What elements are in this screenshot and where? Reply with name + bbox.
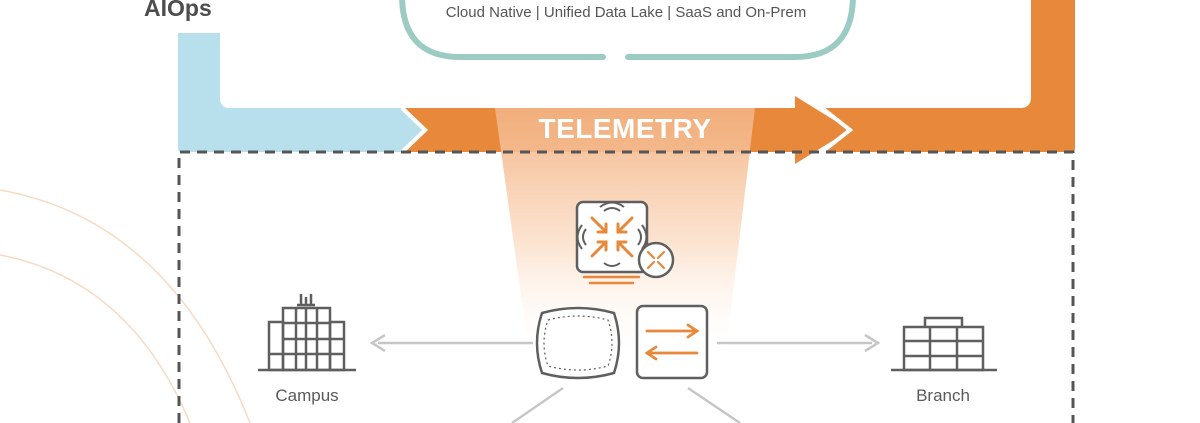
cloud-outline — [399, 0, 856, 60]
switch-icon — [635, 304, 709, 380]
telemetry-arrow-notch — [820, 106, 854, 154]
connector-lines — [369, 333, 881, 423]
telemetry-flow-band-right — [822, 0, 1075, 152]
access-point-icon — [535, 306, 621, 380]
site-boundary-dashed — [177, 150, 1075, 423]
branch-label: Branch — [916, 386, 970, 405]
aiops-flow-band — [178, 33, 425, 152]
gateway-icon — [575, 200, 675, 285]
campus-label: Campus — [275, 386, 339, 405]
background-arcs — [0, 189, 251, 423]
aiops-title: AIOps — [144, 0, 212, 21]
cloud-features-text: Cloud Native | Unified Data Lake | SaaS … — [445, 4, 807, 21]
campus-building-icon — [258, 294, 356, 372]
aiops-arrow-notch — [400, 106, 428, 154]
branch-building-icon — [891, 316, 997, 372]
telemetry-label: TELEMETRY — [538, 113, 712, 144]
